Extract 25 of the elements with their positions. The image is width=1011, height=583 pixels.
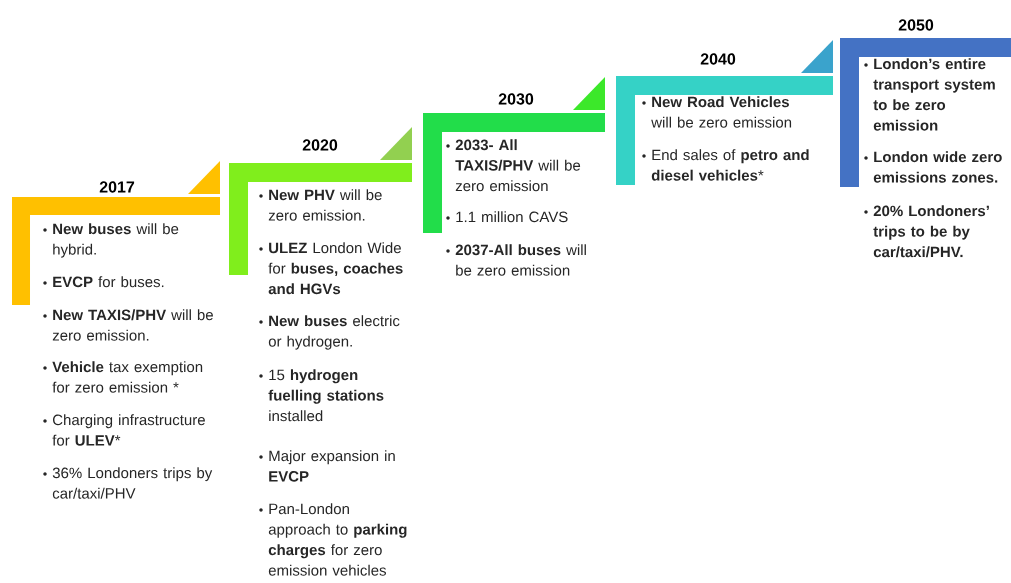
bullet-item: New buses electric or hydrogen. bbox=[259, 315, 400, 350]
bullet-item: New PHV will be zero emission. bbox=[259, 189, 382, 221]
bullet-item: 36% Londoners trips by car/taxi/PHV bbox=[43, 467, 213, 499]
bullet-item: New Road Vehicles will be zero emission bbox=[642, 96, 792, 128]
bullet-item: Charging infrastructure for ULEV* bbox=[43, 414, 205, 446]
bullet-item: 1.1 million CAVS bbox=[446, 211, 568, 223]
bullet-item: Vehicle tax exemption for zero emission * bbox=[43, 361, 203, 393]
bullet-item: EVCP for buses. bbox=[43, 276, 164, 288]
bullet-item: New buses will be hybrid. bbox=[43, 223, 179, 258]
bullet-item: London wide zero emissions zones. bbox=[864, 151, 1002, 183]
year-label: 2030 bbox=[498, 93, 534, 105]
bullet-item: Major expansion in EVCP bbox=[259, 450, 395, 482]
bullet-item: 15 hydrogen fuelling stations installed bbox=[259, 369, 384, 422]
bullet-item: 20% Londoners’ trips to be by car/taxi/PHV. bbox=[864, 205, 989, 258]
bullet-item: London’s entire transport system to be zero emission bbox=[864, 58, 995, 131]
year-label: 2017 bbox=[99, 181, 135, 193]
year-label: 2040 bbox=[700, 53, 736, 65]
bullet-item: ULEZ London Wide for buses, coaches and HGVs bbox=[259, 242, 403, 295]
bullet-item: Pan-London approach to parking charges for zero emission vehicles bbox=[259, 503, 407, 576]
bullet-item: End sales of petro and diesel vehicles* bbox=[642, 149, 809, 181]
year-label: 2020 bbox=[302, 139, 338, 151]
bullet-item: 2033- All TAXIS/PHV will be zero emission bbox=[446, 139, 581, 192]
bullet-item: New TAXIS/PHV will be zero emission. bbox=[43, 309, 213, 341]
year-label: 2050 bbox=[898, 19, 934, 31]
bullet-item: 2037-All buses will be zero emission bbox=[446, 244, 586, 276]
